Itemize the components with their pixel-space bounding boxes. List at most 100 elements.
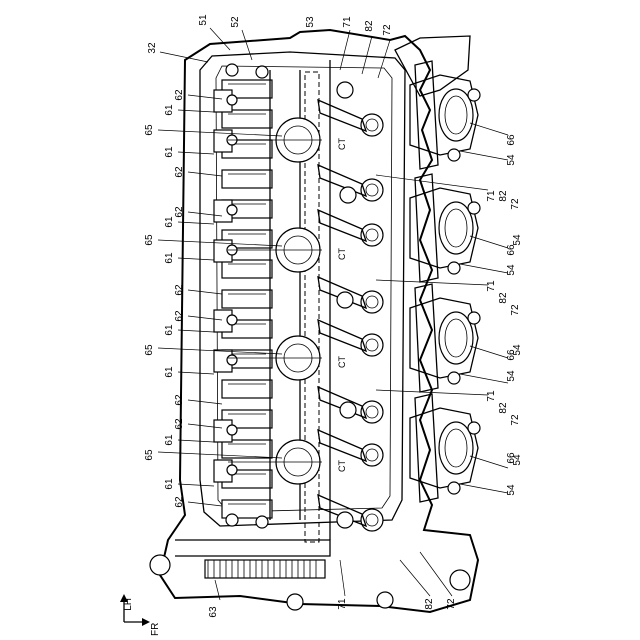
head-bolt bbox=[256, 66, 268, 78]
label-62: 62 bbox=[174, 206, 185, 218]
label-62: 62 bbox=[174, 89, 185, 101]
label-61: 61 bbox=[164, 252, 175, 264]
leader-line bbox=[178, 330, 214, 332]
leader-line bbox=[210, 28, 230, 50]
rocker-pivot bbox=[337, 292, 353, 308]
label-65: 65 bbox=[144, 449, 155, 461]
rocker-pivot bbox=[337, 82, 353, 98]
head-bolt bbox=[226, 514, 238, 526]
label-71: 71 bbox=[486, 390, 497, 402]
rocker-arm bbox=[318, 430, 366, 461]
cap-bolt bbox=[227, 315, 237, 325]
rocker-pivot bbox=[340, 187, 356, 203]
label-53: 53 bbox=[305, 16, 316, 28]
label-61: 61 bbox=[164, 434, 175, 446]
label-82: 82 bbox=[498, 190, 509, 202]
cylinder-center-label: CT bbox=[337, 356, 347, 368]
flange-stud-hole bbox=[468, 422, 480, 434]
cam-lobe bbox=[222, 380, 272, 398]
label-52: 52 bbox=[230, 16, 241, 28]
label-62: 62 bbox=[174, 310, 185, 322]
label-72: 72 bbox=[510, 198, 521, 210]
cam-drive-gear bbox=[205, 560, 325, 578]
label-82: 82 bbox=[424, 598, 435, 610]
label-61: 61 bbox=[164, 216, 175, 228]
label-66: 66 bbox=[506, 134, 517, 146]
cam-lobe bbox=[222, 260, 272, 278]
label-32: 32 bbox=[147, 42, 158, 54]
leader-line bbox=[188, 502, 222, 506]
leader-line bbox=[400, 560, 430, 596]
label-71: 71 bbox=[342, 16, 353, 28]
mount-hole bbox=[287, 594, 303, 610]
label-63: 63 bbox=[208, 606, 219, 618]
label-65: 65 bbox=[144, 344, 155, 356]
cam-lobe bbox=[222, 110, 272, 128]
label-51: 51 bbox=[198, 14, 209, 26]
leader-line bbox=[460, 374, 508, 383]
label-61: 61 bbox=[164, 366, 175, 378]
leader-line bbox=[470, 456, 508, 468]
rocker-arm bbox=[318, 320, 366, 351]
cylinder-center-label: CT bbox=[337, 138, 347, 150]
flange-stud-hole bbox=[448, 149, 460, 161]
fr-arrowhead-icon bbox=[142, 618, 150, 626]
leader-line bbox=[378, 40, 390, 78]
leader-line bbox=[178, 372, 214, 374]
mount-boss bbox=[450, 570, 470, 590]
label-61: 61 bbox=[164, 104, 175, 116]
label-54: 54 bbox=[512, 234, 523, 246]
cylinder-head-drawing: CTCTCTCT bbox=[150, 30, 480, 612]
flange-stud-hole bbox=[448, 262, 460, 274]
label-54: 54 bbox=[512, 454, 523, 466]
leader-line bbox=[470, 123, 508, 135]
leader-line bbox=[178, 440, 214, 442]
label-62: 62 bbox=[174, 418, 185, 430]
cap-bolt bbox=[227, 465, 237, 475]
label-54: 54 bbox=[506, 370, 517, 382]
mount-hole bbox=[377, 592, 393, 608]
leader-line bbox=[242, 30, 252, 60]
label-82: 82 bbox=[498, 292, 509, 304]
label-54: 54 bbox=[506, 154, 517, 166]
label-72: 72 bbox=[382, 24, 393, 36]
cam-lobe bbox=[222, 290, 272, 308]
rocker-arm bbox=[318, 100, 366, 131]
leader-line bbox=[340, 560, 345, 596]
cylinder-center-label: CT bbox=[337, 460, 347, 472]
leader-line bbox=[362, 36, 372, 74]
leader-line bbox=[470, 236, 508, 248]
label-62: 62 bbox=[174, 496, 185, 508]
lh-label: LH bbox=[123, 598, 134, 611]
direction-indicator: LH FR bbox=[120, 594, 161, 636]
label-54: 54 bbox=[512, 344, 523, 356]
label-72: 72 bbox=[510, 304, 521, 316]
label-71: 71 bbox=[486, 190, 497, 202]
flange-stud-hole bbox=[468, 202, 480, 214]
rocker-pivot bbox=[337, 512, 353, 528]
head-bolt bbox=[256, 516, 268, 528]
label-61: 61 bbox=[164, 324, 175, 336]
label-71: 71 bbox=[486, 280, 497, 292]
fr-label: FR bbox=[150, 623, 161, 636]
cap-bolt bbox=[227, 205, 237, 215]
label-61: 61 bbox=[164, 146, 175, 158]
label-65: 65 bbox=[144, 124, 155, 136]
leader-line bbox=[460, 484, 508, 493]
label-71: 71 bbox=[337, 598, 348, 610]
cap-bolt bbox=[227, 95, 237, 105]
leader-line bbox=[470, 346, 508, 358]
label-61: 61 bbox=[164, 478, 175, 490]
cam-lobe bbox=[222, 170, 272, 188]
flange-stud-hole bbox=[468, 312, 480, 324]
label-65: 65 bbox=[144, 234, 155, 246]
leader-line bbox=[340, 30, 350, 70]
label-82: 82 bbox=[498, 402, 509, 414]
head-bolt bbox=[226, 64, 238, 76]
label-62: 62 bbox=[174, 284, 185, 296]
label-72: 72 bbox=[446, 598, 457, 610]
flange-stud-hole bbox=[468, 89, 480, 101]
flange-stud-hole bbox=[448, 482, 460, 494]
rocker-arm bbox=[318, 210, 366, 241]
